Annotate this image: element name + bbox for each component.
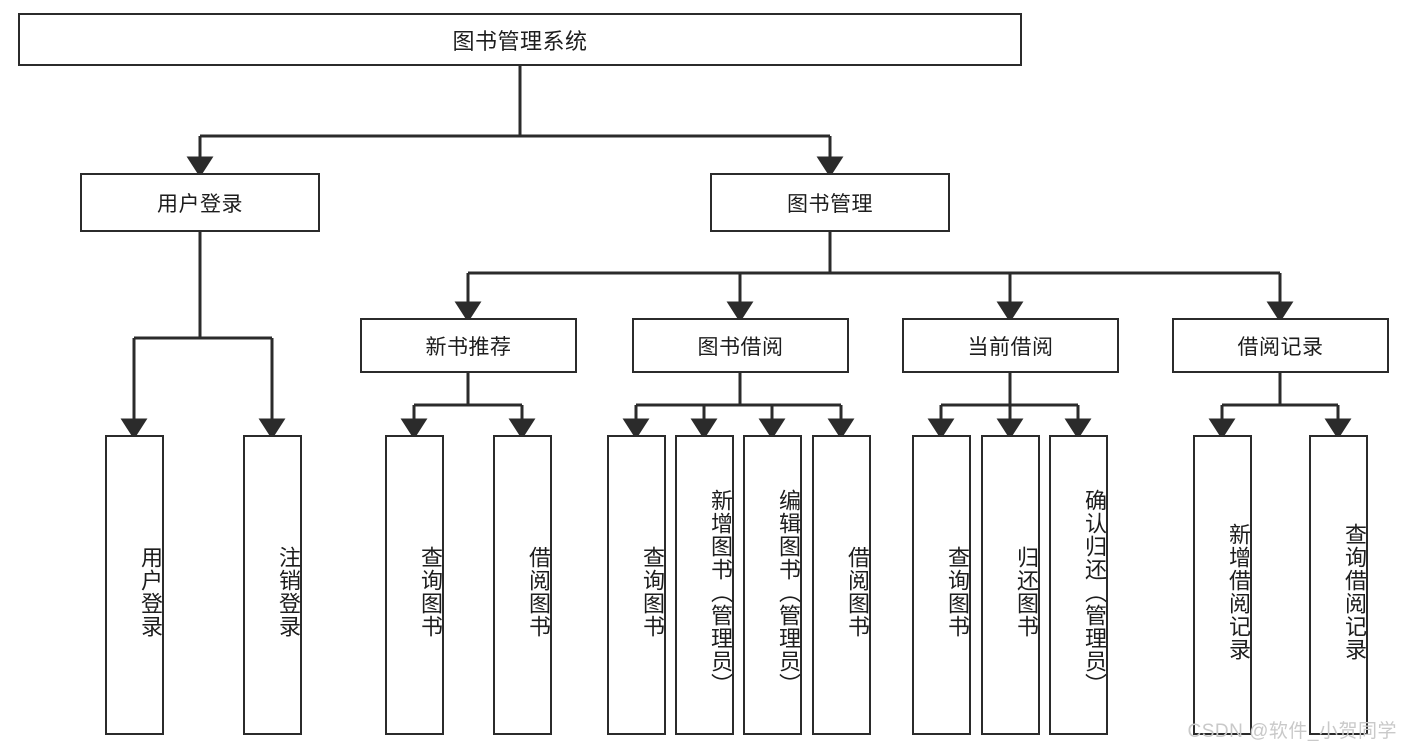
node-borrow-record[interactable]: 借阅记录 [1172, 318, 1389, 373]
node-book-manage[interactable]: 图书管理 [710, 173, 950, 232]
node-current-borrow[interactable]: 当前借阅 [902, 318, 1119, 373]
node-book-borrow[interactable]: 图书借阅 [632, 318, 849, 373]
node-leaf-add-record-label: 新增借阅记录 [1226, 523, 1251, 661]
node-leaf-query-book-3-label: 查询图书 [945, 546, 970, 638]
node-new-book-rec-label: 新书推荐 [425, 335, 512, 359]
node-book-manage-label: 图书管理 [787, 192, 873, 216]
node-leaf-query-book-2[interactable]: 查询图书 [607, 435, 666, 735]
node-new-book-rec[interactable]: 新书推荐 [360, 318, 577, 373]
node-leaf-return-book-label: 归还图书 [1014, 546, 1039, 638]
node-leaf-query-book-2-label: 查询图书 [640, 546, 665, 638]
node-leaf-user-login[interactable]: 用户登录 [105, 435, 164, 735]
node-leaf-query-record[interactable]: 查询借阅记录 [1309, 435, 1368, 735]
node-current-borrow-label: 当前借阅 [967, 335, 1054, 359]
node-leaf-query-book-1-label: 查询图书 [418, 546, 443, 638]
node-borrow-record-label: 借阅记录 [1237, 335, 1324, 359]
node-user-login[interactable]: 用户登录 [80, 173, 320, 232]
node-leaf-query-book-3[interactable]: 查询图书 [912, 435, 971, 735]
node-leaf-edit-book-label: 编辑图书（管理员） [776, 488, 801, 696]
node-user-login-label: 用户登录 [157, 192, 243, 216]
node-leaf-borrow-book-1-label: 借阅图书 [526, 546, 551, 638]
node-leaf-user-login-label: 用户登录 [138, 546, 163, 638]
node-leaf-user-logout[interactable]: 注销登录 [243, 435, 302, 735]
node-leaf-query-record-label: 查询借阅记录 [1342, 523, 1367, 661]
node-leaf-add-book[interactable]: 新增图书（管理员） [675, 435, 734, 735]
node-leaf-query-book-1[interactable]: 查询图书 [385, 435, 444, 735]
node-leaf-confirm-return-label: 确认归还（管理员） [1082, 488, 1107, 696]
node-leaf-edit-book[interactable]: 编辑图书（管理员） [743, 435, 802, 735]
node-leaf-confirm-return[interactable]: 确认归还（管理员） [1049, 435, 1108, 735]
node-leaf-borrow-book-1[interactable]: 借阅图书 [493, 435, 552, 735]
node-leaf-borrow-book-2[interactable]: 借阅图书 [812, 435, 871, 735]
node-leaf-add-book-label: 新增图书（管理员） [708, 488, 733, 696]
csdn-watermark: CSDN @软件_小贺同学 [1187, 721, 1397, 742]
node-root-label: 图书管理系统 [452, 28, 588, 54]
node-leaf-borrow-book-2-label: 借阅图书 [845, 546, 870, 638]
node-leaf-return-book[interactable]: 归还图书 [981, 435, 1040, 735]
node-leaf-add-record[interactable]: 新增借阅记录 [1193, 435, 1252, 735]
node-root[interactable]: 图书管理系统 [18, 13, 1022, 66]
node-book-borrow-label: 图书借阅 [697, 335, 784, 359]
node-leaf-user-logout-label: 注销登录 [276, 546, 301, 638]
